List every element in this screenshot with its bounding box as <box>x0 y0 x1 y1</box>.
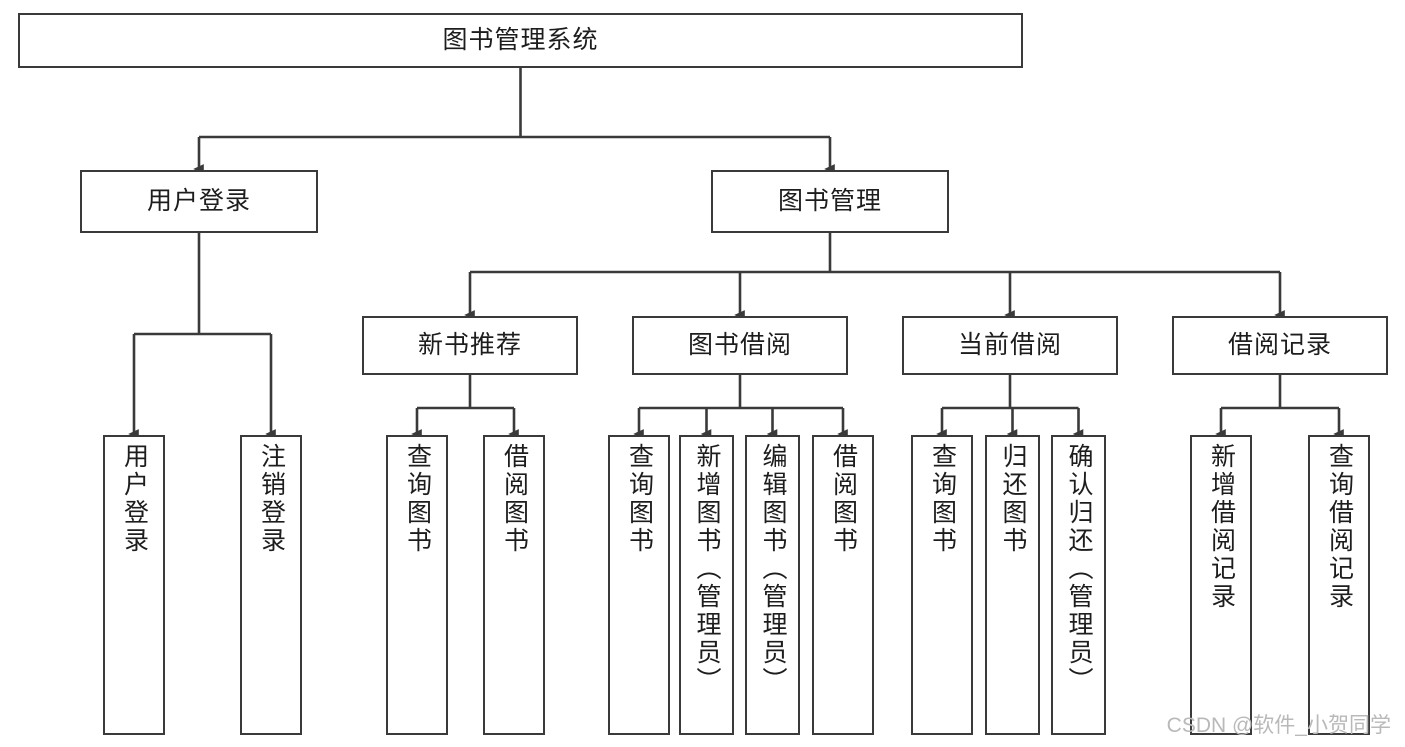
node-label: 注销登录 <box>257 443 286 555</box>
node-label: 图书管理 <box>777 186 882 215</box>
node-label: 新书推荐 <box>417 330 522 359</box>
node-label: 借阅记录 <box>1227 330 1332 359</box>
node-leaf-bb-query[interactable]: 查询图书 <box>608 435 670 735</box>
node-current-borrow[interactable]: 当前借阅 <box>902 316 1118 375</box>
node-label: 新增图书（管理员） <box>693 443 721 695</box>
node-leaf-bb-add[interactable]: 新增图书（管理员） <box>679 435 734 735</box>
node-leaf-cb-return[interactable]: 归还图书 <box>985 435 1040 735</box>
node-leaf-rec-query[interactable]: 查询图书 <box>386 435 448 735</box>
node-book-manage[interactable]: 图书管理 <box>711 170 949 233</box>
node-label: 用户登录 <box>120 443 149 555</box>
node-new-book-rec[interactable]: 新书推荐 <box>362 316 578 375</box>
node-leaf-user-login[interactable]: 用户登录 <box>103 435 165 735</box>
node-label: 借阅图书 <box>500 443 529 555</box>
node-label: 查询图书 <box>928 443 957 555</box>
node-leaf-br-add[interactable]: 新增借阅记录 <box>1190 435 1252 735</box>
node-label: 图书管理系统 <box>442 25 599 54</box>
node-label: 用户登录 <box>146 186 251 215</box>
node-leaf-rec-borrow[interactable]: 借阅图书 <box>483 435 545 735</box>
node-user-login[interactable]: 用户登录 <box>80 170 318 233</box>
node-label: 查询图书 <box>403 443 432 555</box>
node-root[interactable]: 图书管理系统 <box>18 13 1023 68</box>
node-borrow-record[interactable]: 借阅记录 <box>1172 316 1388 375</box>
node-label: 归还图书 <box>999 443 1027 555</box>
node-label: 图书借阅 <box>687 330 792 359</box>
node-label: 编辑图书（管理员） <box>759 443 787 695</box>
node-label: 查询图书 <box>625 443 654 555</box>
node-book-borrow[interactable]: 图书借阅 <box>632 316 848 375</box>
node-leaf-cb-confirm[interactable]: 确认归还（管理员） <box>1051 435 1106 735</box>
node-label: 新增借阅记录 <box>1207 443 1236 611</box>
node-leaf-bb-borrow[interactable]: 借阅图书 <box>812 435 874 735</box>
node-leaf-bb-edit[interactable]: 编辑图书（管理员） <box>745 435 800 735</box>
node-label: 借阅图书 <box>829 443 858 555</box>
node-label: 确认归还（管理员） <box>1065 443 1093 695</box>
node-leaf-br-query[interactable]: 查询借阅记录 <box>1308 435 1370 735</box>
node-leaf-cb-query[interactable]: 查询图书 <box>911 435 973 735</box>
node-label: 查询借阅记录 <box>1325 443 1354 611</box>
node-label: 当前借阅 <box>957 330 1062 359</box>
node-leaf-logout[interactable]: 注销登录 <box>240 435 302 735</box>
